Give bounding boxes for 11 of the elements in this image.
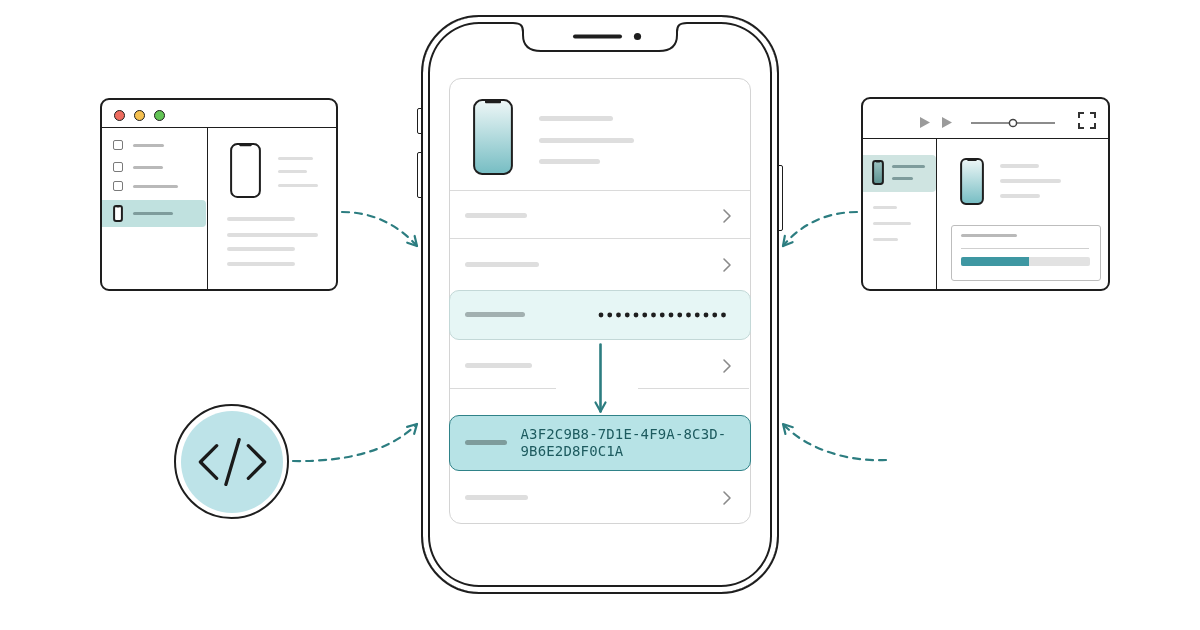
smartphone [421,15,779,594]
dashed-arrow [340,210,419,248]
dashed-arrow [781,422,888,462]
identifier-row [448,414,751,471]
masked-value-row [448,289,751,340]
app-window [861,97,1110,291]
dashed-arrow [781,210,859,248]
identifier-text: A3F2C9B8-7D1E-4F9A-8C3D-9B6E2D8F0C1A [520,426,728,460]
app-window [100,98,338,291]
dashed-arrow [291,422,419,463]
arrow [594,343,607,413]
